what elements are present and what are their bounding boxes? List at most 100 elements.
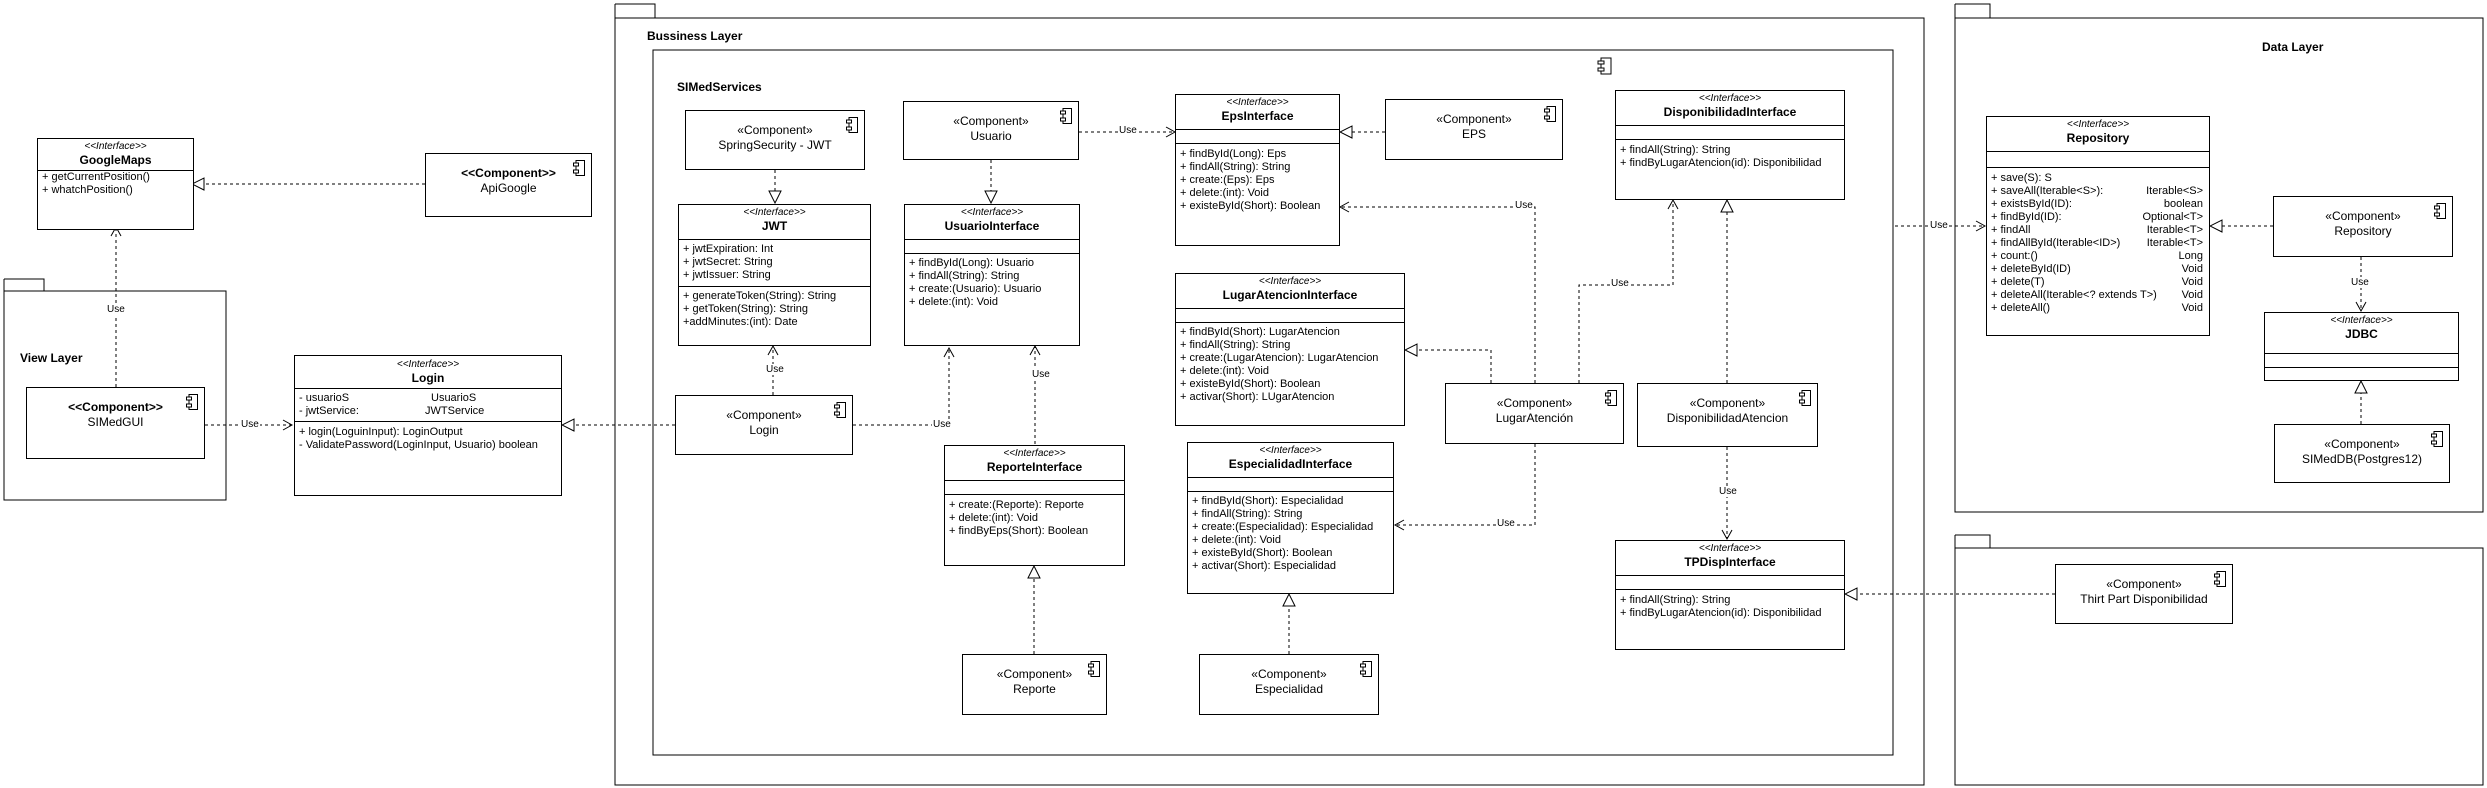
method-row: + getCurrentPosition() [42, 171, 150, 183]
stereotype-label: <<Interface>> [2330, 315, 2393, 326]
component-icon [1088, 661, 1100, 677]
interface-name: UsuarioInterface [944, 219, 1040, 233]
method-row: + existsById(ID):boolean [1991, 198, 2203, 210]
component-thirdpart[interactable]: «Component» Thirt Part Disponibilidad [2055, 564, 2233, 624]
method-row: + saveAll(Iterable<S>):Iterable<S> [1991, 185, 2203, 197]
stereotype-label: <<Interface>> [1003, 448, 1066, 459]
interface-tpdisp[interactable]: <<Interface>>TPDispInterface + findAll(S… [1615, 540, 1845, 650]
attribute-row: + jwtIssuer: String [683, 269, 771, 281]
component-name: EPS [1461, 127, 1486, 141]
package-third-party [1954, 534, 2484, 786]
method-row: + findAll(String): String [1192, 508, 1303, 520]
interface-usuario[interactable]: <<Interface>>UsuarioInterface + findById… [904, 204, 1080, 346]
interface-name: Repository [2066, 131, 2130, 145]
attribute-row: - jwtService:JWTService [299, 405, 485, 417]
method-row: + existeById(Short): Boolean [1180, 200, 1321, 212]
component-usuario[interactable]: «Component» Usuario [903, 101, 1079, 160]
component-icon [1605, 390, 1617, 406]
method-row: + create:(LugarAtencion): LugarAtencion [1180, 352, 1379, 364]
stereotype-label: «Component» [726, 408, 802, 422]
interface-reporte[interactable]: <<Interface>>ReporteInterface + create:(… [944, 445, 1125, 566]
method-row: + count:()Long [1991, 250, 2203, 262]
method-row: + findById(Short): LugarAtencion [1180, 326, 1340, 338]
component-icon [834, 402, 846, 418]
component-name: ApiGoogle [480, 181, 537, 195]
package-simedservices: SIMedServices [652, 49, 1894, 756]
component-simedgui[interactable]: <<Component>> SIMedGUI [26, 387, 205, 459]
component-repository[interactable]: «Component» Repository [2273, 196, 2453, 257]
interface-lugaratencion[interactable]: <<Interface>>LugarAtencionInterface + fi… [1175, 273, 1405, 426]
method-row: + create:(Especialidad): Especialidad [1192, 521, 1374, 533]
stereotype-label: <<Interface>> [396, 359, 460, 370]
stereotype-label: <<Interface>> [84, 141, 147, 152]
component-eps[interactable]: «Component» EPS [1385, 99, 1563, 160]
interface-name: EpsInterface [1221, 109, 1294, 123]
stereotype-label: <<Component>> [461, 166, 556, 180]
component-icon [2431, 431, 2443, 447]
stereotype-label: «Component» [2325, 209, 2401, 223]
stereotype-label: <<Interface>> [1698, 93, 1762, 104]
component-name: DisponibilidadAtencion [1666, 411, 1789, 425]
method-row: + getToken(String): String [683, 303, 809, 315]
component-disponibilidad[interactable]: «Component» DisponibilidadAtencion [1637, 383, 1818, 447]
component-icon [1799, 390, 1811, 406]
interface-jdbc[interactable]: <<Interface>>JDBC [2264, 312, 2459, 381]
edge-label-use: Use [1610, 278, 1630, 289]
interface-jwt[interactable]: <<Interface>>JWT + jwtExpiration: Int + … [678, 204, 871, 346]
interface-name: EspecialidadInterface [1228, 457, 1353, 471]
component-apigoogle[interactable]: <<Component>> ApiGoogle [425, 153, 592, 217]
edge-label-use: Use [765, 364, 785, 375]
interface-name: LugarAtencionInterface [1222, 288, 1358, 302]
method-row: + save(S): S [1991, 172, 2052, 184]
method-row: + delete(T)Void [1991, 276, 2203, 288]
component-name: Login [749, 423, 779, 437]
method-row: + activar(Short): LUgarAtencion [1180, 391, 1335, 403]
method-row: + existeById(Short): Boolean [1192, 547, 1333, 559]
edge-label-use: Use [2350, 277, 2370, 288]
edge-label-use: Use [240, 419, 260, 430]
interface-eps[interactable]: <<Interface>>EpsInterface + findById(Lon… [1175, 94, 1340, 246]
method-row: + create:(Reporte): Reporte [949, 499, 1084, 511]
stereotype-label: <<Interface>> [1259, 445, 1322, 456]
package-business-layer: Bussiness Layer [614, 3, 1925, 786]
component-icon [1544, 106, 1556, 122]
interface-googlemaps[interactable]: <<Interface>>GoogleMaps + getCurrentPosi… [37, 138, 194, 230]
stereotype-label: <<Interface>> [1226, 97, 1289, 108]
component-especialidad[interactable]: «Component» Especialidad [1199, 654, 1379, 715]
business-layer-title: Bussiness Layer [647, 29, 743, 43]
component-lugaratencion[interactable]: «Component» LugarAtención [1445, 383, 1624, 444]
stereotype-label: «Component» [2324, 437, 2400, 451]
interface-disponibilidad[interactable]: <<Interface>>DisponibilidadInterface + f… [1615, 90, 1845, 200]
component-icon [186, 394, 198, 410]
component-springsecurity[interactable]: «Component» SpringSecurity - JWT [685, 110, 865, 170]
data-layer-title: Data Layer [2262, 40, 2324, 54]
component-name: Repository [2334, 224, 2392, 238]
method-row: +addMinutes:(int): Date [683, 316, 798, 328]
method-row: + findById(ID):Optional<T> [1991, 211, 2203, 223]
edge-login-usuario [853, 346, 955, 426]
component-name: SpringSecurity - JWT [718, 138, 832, 152]
stereotype-label: «Component» [1251, 667, 1327, 681]
stereotype-label: <<Component>> [68, 400, 163, 414]
method-row: + findAll(String): String [909, 270, 1020, 282]
interface-name: GoogleMaps [79, 153, 152, 167]
package-view-layer: View Layer [3, 278, 227, 501]
component-name: Especialidad [1254, 682, 1324, 696]
component-login[interactable]: «Component» Login [675, 395, 853, 455]
component-reporte[interactable]: «Component» Reporte [962, 654, 1107, 715]
method-row: + delete:(int): Void [1192, 534, 1281, 546]
component-icon [1060, 108, 1072, 124]
attribute-row: + jwtSecret: String [683, 256, 773, 268]
edge-lugar-disponibilidad [1578, 198, 1679, 383]
method-row: + create:(Eps): Eps [1180, 174, 1275, 186]
component-simeddb[interactable]: «Component» SIMedDB(Postgres12) [2274, 424, 2450, 483]
interface-repository[interactable]: <<Interface>>Repository + save(S): S + s… [1986, 116, 2210, 336]
method-row: + deleteAll(Iterable<? extends T>)Void [1991, 289, 2203, 301]
component-name: Usuario [970, 129, 1012, 143]
interface-especialidad[interactable]: <<Interface>>EspecialidadInterface + fin… [1187, 442, 1394, 594]
method-row: + deleteById(ID)Void [1991, 263, 2203, 275]
stereotype-label: «Component» [1689, 396, 1766, 410]
